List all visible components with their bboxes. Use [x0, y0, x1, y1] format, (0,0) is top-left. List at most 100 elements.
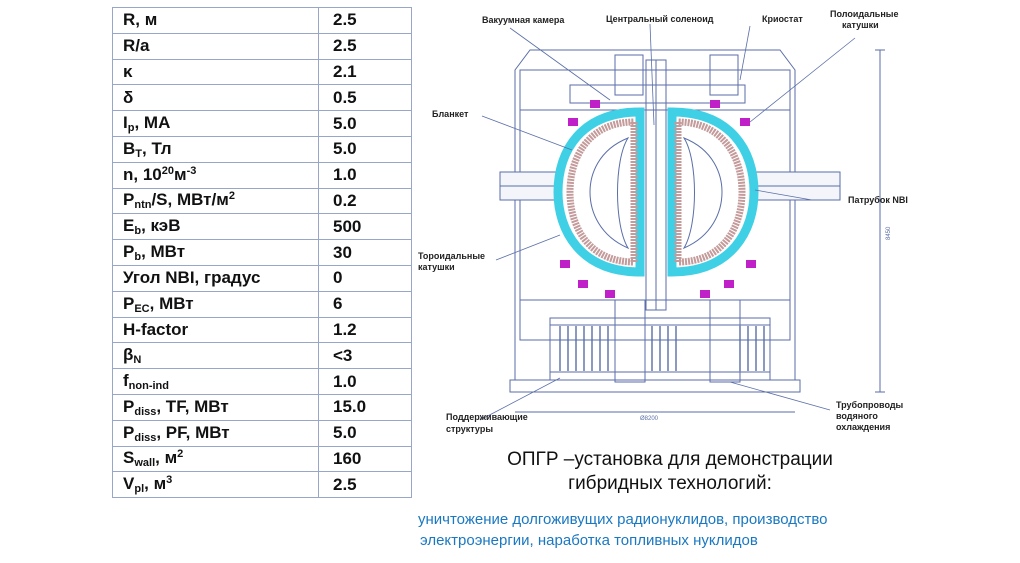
blanket-right	[674, 118, 746, 266]
parameter-name-sup2: 3	[166, 474, 173, 487]
parameter-name-sup2: -3	[186, 165, 197, 178]
parameter-row: Угол NBI, градус 0	[112, 264, 412, 292]
parameter-value: 1.2	[318, 316, 412, 344]
parameter-name-sub: wall	[134, 457, 156, 470]
parameter-name-name: I	[123, 113, 128, 133]
parameter-name-name: Угол NBI, градус	[123, 268, 261, 288]
parameter-name-sub: T	[135, 147, 143, 160]
label-vacuum-chamber: Вакуумная камера	[482, 15, 565, 25]
parameter-name-name: R, м	[123, 10, 158, 30]
parameter-name-sub: diss	[134, 431, 157, 444]
parameter-row: R, м 2.5	[112, 7, 412, 34]
parameter-name-name: P	[123, 396, 135, 416]
parameter-name-rest: , м	[144, 474, 167, 494]
parameter-name: βN	[112, 342, 319, 370]
parameter-name-sub: pl	[134, 483, 145, 496]
support-ribs	[559, 326, 765, 371]
parameter-value: 1.0	[318, 368, 412, 395]
parameter-name-sup2: 2	[228, 190, 235, 203]
parameter-name: Ip, МА	[112, 110, 319, 137]
parameter-name: R, м	[112, 7, 319, 34]
parameter-name-name: κ	[123, 61, 133, 81]
parameter-row: H-factor 1.2	[112, 316, 412, 344]
blanket-left	[566, 118, 638, 266]
label-support-1: Поддерживающие	[446, 412, 528, 422]
parameter-name: Vpl, м3	[112, 471, 319, 499]
parameter-name-name: H-factor	[123, 319, 189, 339]
parameter-name: BT, Тл	[112, 135, 319, 163]
label-support-2: структуры	[446, 424, 493, 434]
label-toroidal-coils-2: катушки	[418, 262, 455, 272]
parameter-name-sub: EC	[134, 302, 150, 315]
toroidal-coil-left	[553, 107, 645, 277]
parameter-name: κ	[112, 58, 319, 86]
parameter-name: Eb, кэВ	[112, 213, 319, 241]
label-cryostat: Криостат	[762, 14, 803, 24]
parameter-value: 6	[318, 290, 412, 318]
caption-line-1: ОПГР –установка для демонстрации	[507, 449, 833, 470]
parameter-name: R/a	[112, 32, 319, 60]
parameter-value: 2.5	[318, 7, 412, 34]
caption: ОПГР –установка для демонстрации гибридн…	[470, 448, 870, 496]
parameter-name-name: β	[123, 345, 134, 365]
label-central-solenoid: Центральный соленоид	[606, 14, 714, 24]
tokamak-diagram: Вакуумная камера Центральный соленоид Кр…	[418, 9, 908, 434]
parameter-name: Swall, м2	[112, 445, 319, 473]
label-cooling-1: Трубопроводы	[836, 400, 904, 410]
parameter-name-name: S	[123, 448, 135, 468]
parameter-value: 2.5	[318, 471, 412, 499]
parameter-name: Pdiss, PF, МВт	[112, 419, 319, 447]
parameter-value: 160	[318, 445, 412, 473]
label-dim-width: Ø8200	[640, 416, 659, 422]
parameter-name-name: B	[123, 138, 136, 158]
parameter-name-sub: N	[133, 354, 142, 367]
parameter-name-sub: p	[127, 122, 135, 135]
parameter-name-sub: b	[134, 251, 142, 264]
parameter-name-sub: b	[134, 225, 142, 238]
parameter-name-name: P	[123, 242, 135, 262]
parameter-name-name: P	[123, 190, 135, 210]
parameter-name-name: V	[123, 474, 135, 494]
tasks-line-2: электроэнергии, наработка топливных нукл…	[420, 532, 758, 549]
label-cooling-3: охлаждения	[836, 422, 890, 432]
plasma-right	[682, 136, 723, 250]
label-poloidal-coils-1: Полоидальные	[830, 9, 898, 19]
label-blanket: Бланкет	[432, 109, 469, 119]
leader-lines	[479, 23, 856, 421]
parameter-name-rest: , Тл	[142, 138, 172, 158]
parameter-name-name: δ	[123, 87, 134, 107]
parameter-name-name: R/a	[123, 36, 150, 56]
parameter-name-rest: , МА	[134, 113, 171, 133]
parameter-value: <3	[318, 342, 412, 370]
label-cooling-2: водяного	[836, 411, 878, 421]
parameter-name-sub: diss	[134, 405, 157, 418]
label-poloidal-coils-2: катушки	[842, 20, 879, 30]
parameter-name-name: P	[123, 293, 135, 313]
plasma-left	[589, 136, 630, 250]
parameter-value: 5.0	[318, 419, 412, 447]
parameter-value: 0	[318, 264, 412, 292]
parameter-name-name: P	[123, 422, 135, 442]
parameter-name-rest: м	[174, 165, 187, 185]
label-toroidal-coils-1: Тороидальные	[418, 251, 485, 261]
parameter-value: 5.0	[318, 135, 412, 163]
parameter-name-sup: 20	[161, 165, 174, 178]
parameter-name: Угол NBI, градус	[112, 264, 319, 292]
parameter-value: 15.0	[318, 393, 412, 421]
parameter-row: βN<3	[112, 342, 412, 370]
parameter-name: δ	[112, 84, 319, 112]
